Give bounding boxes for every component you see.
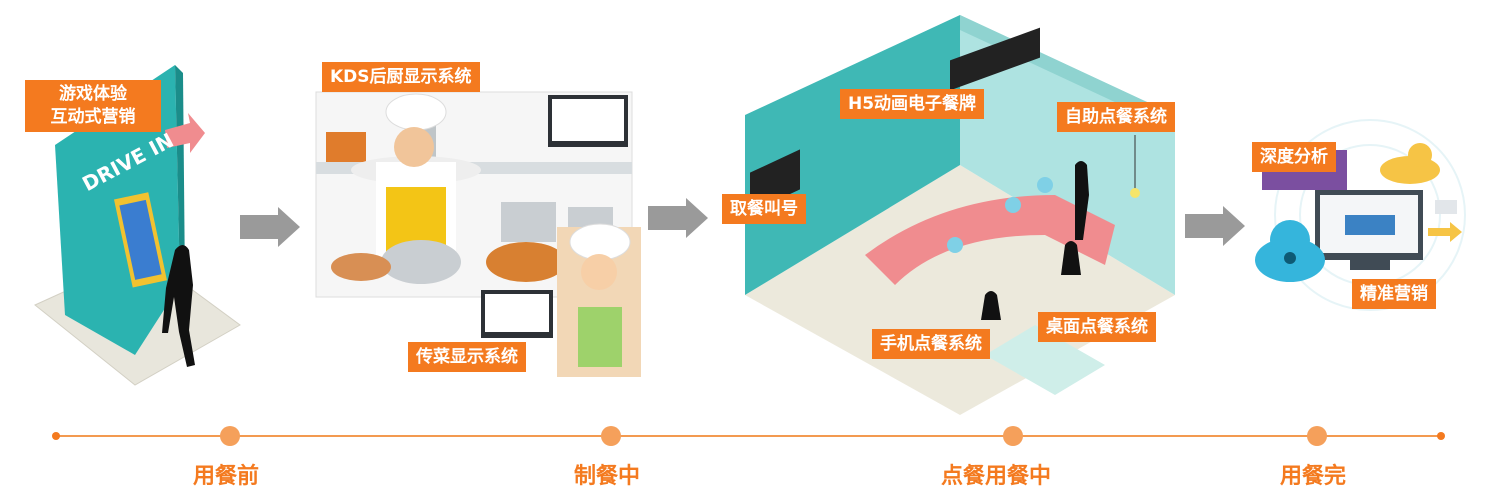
self-order-tag: 自助点餐系统 xyxy=(1057,102,1175,132)
kitchen-illustration xyxy=(315,91,641,377)
phone-order-tag: 手机点餐系统 xyxy=(872,329,990,359)
marketing-tag: 精准营销 xyxy=(1352,279,1436,309)
timeline-node xyxy=(1307,426,1327,446)
person-silhouette-icon xyxy=(162,245,195,367)
gear-cloud-icon xyxy=(1380,143,1440,184)
game-marketing-tag: 游戏体验 互动式营销 xyxy=(25,80,161,132)
analysis-tag: 深度分析 xyxy=(1252,142,1336,172)
timeline-line xyxy=(55,435,1441,437)
flow-arrow-icon xyxy=(648,198,708,238)
flow-arrow-icon xyxy=(1185,206,1245,246)
envelope-icon xyxy=(1428,200,1462,242)
stage-label-dining: 点餐用餐中 xyxy=(941,464,1052,489)
stage-label-after: 用餐完 xyxy=(1280,464,1347,489)
restaurant-illustration xyxy=(745,15,1175,415)
serve-display-tag: 传菜显示系统 xyxy=(408,342,526,372)
stage-label-before: 用餐前 xyxy=(193,464,260,489)
h5-menu-tag: H5动画电子餐牌 xyxy=(840,89,985,119)
cloud-lock-icon xyxy=(1255,220,1325,282)
timeline-end xyxy=(1437,432,1445,440)
drive-in-kiosk-illustration xyxy=(34,65,241,386)
table-order-tag: 桌面点餐系统 xyxy=(1038,312,1156,342)
stage-label-cooking: 制餐中 xyxy=(574,464,641,489)
timeline-node xyxy=(1003,426,1023,446)
timeline-node xyxy=(220,426,240,446)
timeline-node xyxy=(601,426,621,446)
call-number-tag: 取餐叫号 xyxy=(722,194,806,224)
kds-tag: KDS后厨显示系统 xyxy=(322,62,480,92)
flow-arrow-icon xyxy=(240,207,300,247)
timeline-start xyxy=(52,432,60,440)
